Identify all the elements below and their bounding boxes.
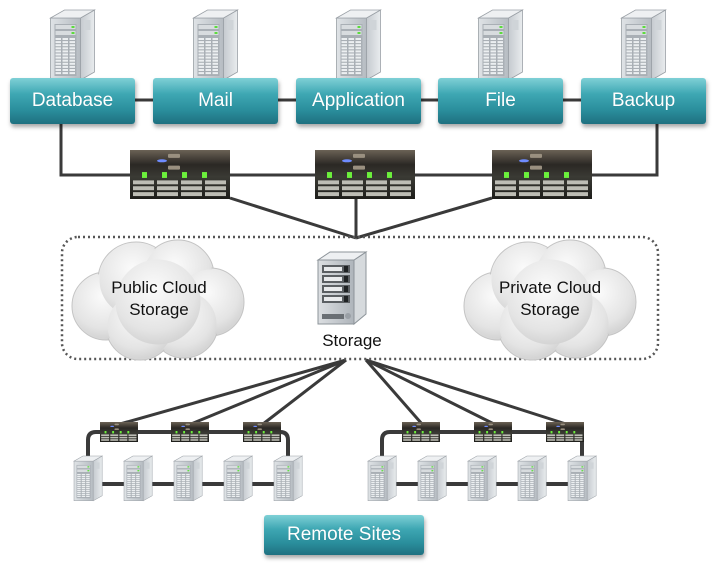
remote-server-icon <box>417 455 448 502</box>
storage-remote-link <box>119 358 347 426</box>
remote-sites-box: Remote Sites <box>264 515 424 555</box>
switch-storage-link <box>229 196 357 240</box>
remote-switch-icon <box>171 422 209 442</box>
tower-server-icon <box>476 9 525 81</box>
remote-switch-icon <box>402 422 440 442</box>
remote-server-icon <box>517 455 548 502</box>
tower-server-icon <box>191 9 240 81</box>
rack-switch-icon <box>315 150 415 199</box>
nas-storage-icon <box>316 251 368 326</box>
remote-switch-icon <box>546 422 584 442</box>
server-box-backup: Backup <box>581 78 706 124</box>
server-box-application: Application <box>296 78 421 124</box>
storage-zone-border <box>60 235 660 361</box>
remote-switch-icon <box>474 422 512 442</box>
remote-server-icon <box>123 455 154 502</box>
private-cloud-label: Private Cloud Storage <box>470 277 630 321</box>
storage-remote-link <box>190 358 347 426</box>
remote-switch-icon <box>100 422 138 442</box>
server-box-database: Database <box>10 78 135 124</box>
tower-server-icon <box>619 9 668 81</box>
private-cloud-icon <box>463 239 637 361</box>
server-box-label: Database <box>31 90 114 111</box>
remote-server-icon <box>567 455 598 502</box>
remote-server-icon <box>173 455 204 502</box>
server-box-label: Backup <box>611 90 676 111</box>
tower-server-icon <box>334 9 383 81</box>
tower-server-icon <box>48 9 97 81</box>
public-cloud-icon <box>71 239 245 361</box>
remote-server-icon <box>273 455 304 502</box>
storage-remote-link <box>365 358 567 426</box>
public-cloud-label: Public Cloud Storage <box>79 277 239 321</box>
storage-remote-link <box>262 358 347 426</box>
server-box-label: File <box>485 90 516 111</box>
server-box-label: Application <box>312 90 405 111</box>
storage-remote-link <box>364 359 424 425</box>
storage-label: Storage <box>322 331 382 350</box>
rack-switch-icon <box>492 150 592 199</box>
switch-storage-link <box>355 196 493 240</box>
remote-switch-icon <box>243 422 281 442</box>
remote-server-icon <box>73 455 104 502</box>
public-cloud-line2: Storage <box>129 300 189 319</box>
rack-switch-icon <box>130 150 230 199</box>
storage-remote-link <box>365 358 495 426</box>
server-box-mail: Mail <box>153 78 278 124</box>
remote-server-icon <box>467 455 498 502</box>
private-cloud-line2: Storage <box>520 300 580 319</box>
private-cloud-line1: Private Cloud <box>498 278 602 297</box>
remote-server-icon <box>223 455 254 502</box>
server-box-file: File <box>438 78 563 124</box>
public-cloud-line1: Public Cloud <box>111 278 207 297</box>
remote-sites-label: Remote Sites <box>286 524 402 545</box>
server-box-label: Mail <box>198 90 233 111</box>
remote-server-icon <box>367 455 398 502</box>
